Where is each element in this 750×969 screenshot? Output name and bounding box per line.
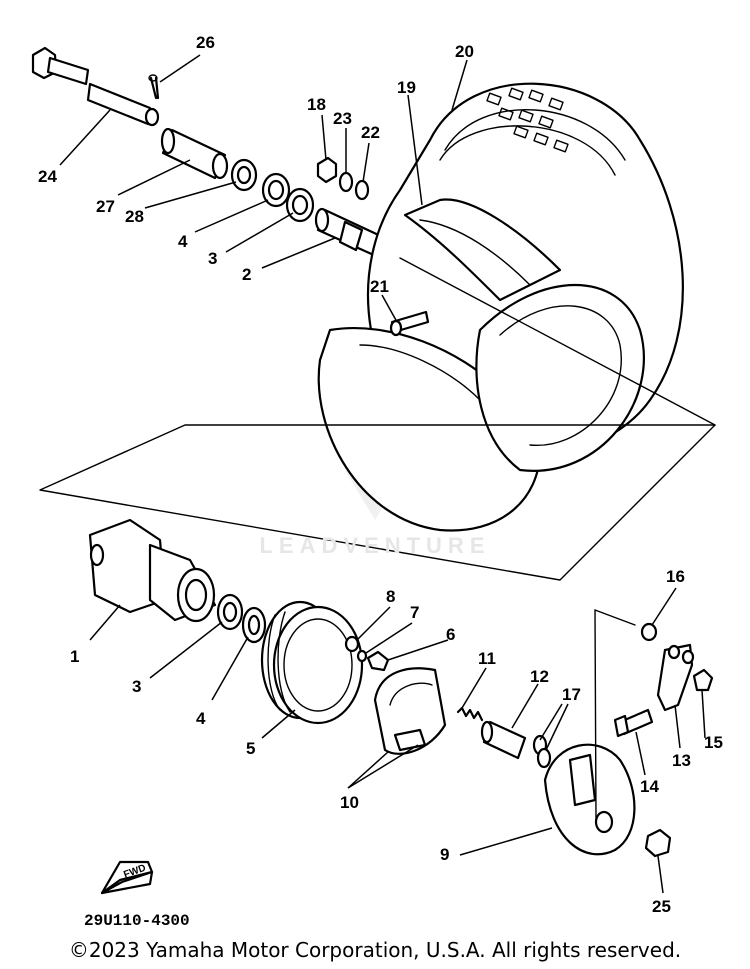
brake-shoe-plate-part-9: [543, 743, 636, 856]
label-21: 21: [370, 277, 389, 296]
washer-part-23: [338, 171, 354, 193]
label-5: 5: [246, 739, 255, 758]
plug-part-8: [344, 635, 360, 653]
label-4-upper: 4: [178, 232, 188, 251]
axis-line-upper: [399, 257, 716, 426]
label-11: 11: [478, 649, 496, 668]
nut-part-15: [692, 668, 714, 692]
label-15: 15: [704, 733, 723, 752]
bearing-lower-part-3: [216, 593, 244, 631]
label-26: 26: [196, 33, 215, 52]
label-1: 1: [70, 647, 79, 666]
drawing-code: 29U110-4300: [84, 912, 190, 930]
label-4-lower: 4: [196, 709, 206, 728]
label-16: 16: [666, 567, 685, 586]
brake-drum-part-5: [260, 600, 364, 725]
watermark-text: LEADVENTURE: [259, 533, 491, 558]
wheel-rim-part-19: [403, 198, 562, 302]
brake-shoes-part-10: [373, 667, 447, 755]
screw-part-6: [366, 650, 390, 672]
part-labels: 26 24 27 28 4 3 2 18 23 22 19 20 21 1 3 …: [38, 33, 723, 930]
label-18: 18: [307, 95, 326, 114]
label-2: 2: [242, 265, 251, 284]
label-3-upper: 3: [208, 249, 217, 268]
o-ring-part-17: [532, 734, 552, 769]
label-28: 28: [125, 207, 144, 226]
label-9: 9: [440, 845, 449, 864]
fwd-arrow-icon: FWD: [100, 860, 154, 895]
leader-lines: [59, 54, 706, 894]
assembly-frame: [39, 424, 716, 581]
label-22: 22: [361, 123, 380, 142]
oil-seal-part-28: [230, 158, 258, 192]
cam-lever-part-13: [656, 643, 695, 712]
spring-part-11: [456, 706, 484, 722]
label-20: 20: [455, 42, 474, 61]
label-8: 8: [386, 587, 395, 606]
label-27: 27: [96, 197, 115, 216]
label-10: 10: [340, 793, 359, 812]
bolt-part-7: [356, 649, 368, 663]
nut-part-18: [316, 156, 338, 184]
bearing-lower-part-4: [241, 606, 267, 644]
label-25: 25: [652, 897, 671, 916]
collar-part-27: [160, 127, 229, 180]
label-23: 23: [333, 109, 352, 128]
bearing-upper-part-3: [285, 187, 315, 223]
label-6: 6: [446, 625, 455, 644]
label-14: 14: [640, 777, 659, 796]
label-12: 12: [530, 667, 549, 686]
copyright-notice: ©2023 Yamaha Motor Corporation, U.S.A. A…: [68, 938, 682, 962]
camshaft-part-12: [480, 720, 527, 760]
label-13: 13: [672, 751, 691, 770]
washer-part-22: [354, 179, 370, 201]
hub-part-1: [88, 518, 217, 623]
label-3-lower: 3: [132, 677, 141, 696]
bearing-upper-part-4: [261, 172, 291, 208]
label-17: 17: [562, 685, 581, 704]
axle-bolt-part-24: [31, 46, 160, 127]
cotter-pin-part-26: [148, 74, 160, 100]
bolt-part-14: [613, 708, 654, 738]
label-19: 19: [397, 78, 416, 97]
nut-part-25: [644, 828, 672, 858]
label-24: 24: [38, 167, 57, 186]
label-7: 7: [410, 603, 419, 622]
nut-part-16: [640, 622, 658, 642]
axis-line-lower: [594, 609, 636, 821]
